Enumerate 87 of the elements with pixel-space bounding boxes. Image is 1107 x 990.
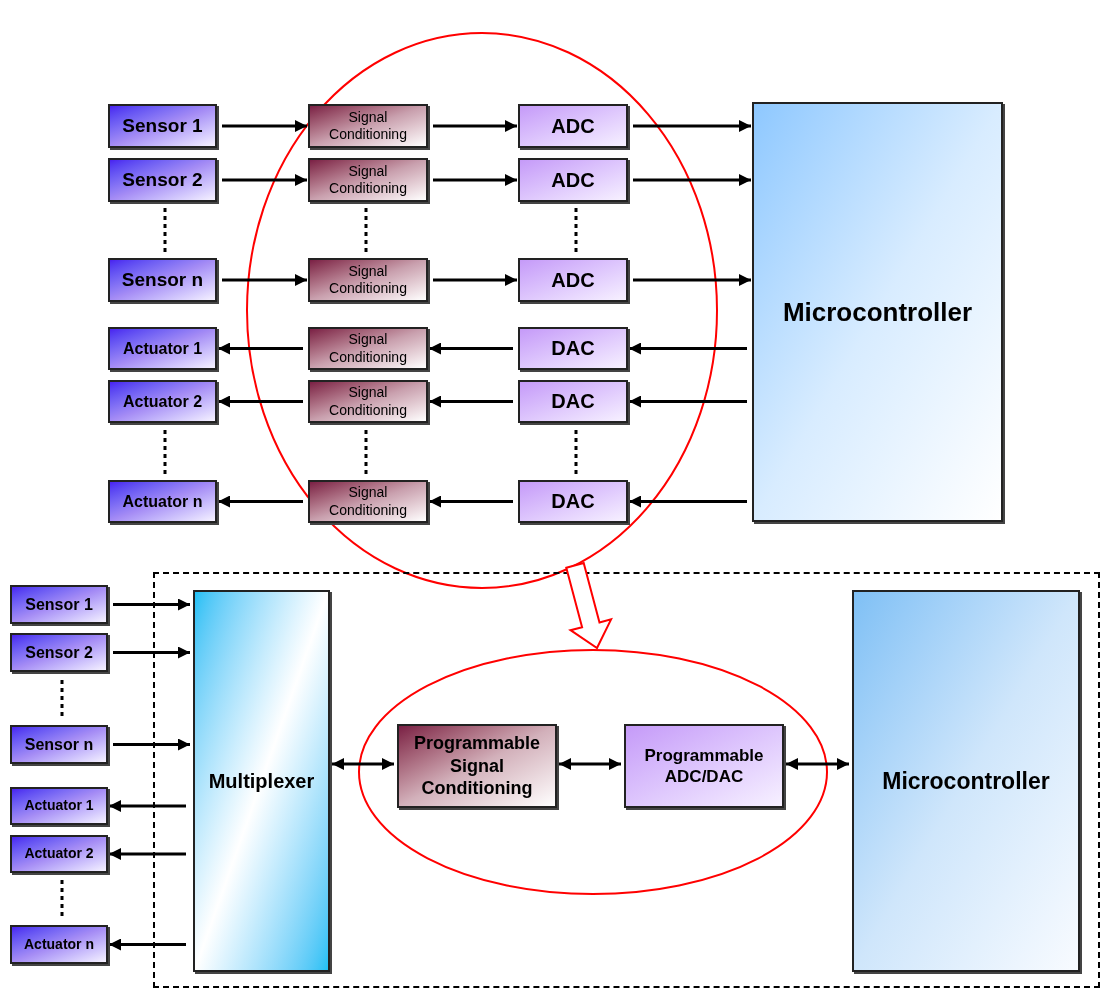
dashed-boundary xyxy=(153,572,1100,988)
actuator-box xyxy=(10,925,108,964)
box-label: ADC xyxy=(551,167,595,193)
converter-box xyxy=(518,158,628,202)
box-label: Signal Conditioning xyxy=(328,162,408,198)
actuator-box xyxy=(108,380,217,423)
arrow xyxy=(429,495,513,508)
arrow xyxy=(429,342,513,355)
arrow xyxy=(433,174,517,186)
signal-conditioning-box xyxy=(397,724,557,808)
converter-box xyxy=(518,480,628,523)
box-label: Actuator 1 xyxy=(24,797,94,815)
arrow xyxy=(629,342,747,355)
box-label: DAC xyxy=(551,336,595,361)
box-label: ADC xyxy=(551,267,595,293)
microcontroller-box xyxy=(852,590,1080,972)
box-label: Sensor 2 xyxy=(122,168,203,192)
box-label: Signal Conditioning xyxy=(328,384,408,419)
box-label: Sensor n xyxy=(24,734,94,755)
converter-box xyxy=(518,104,628,148)
box-label: Actuator 2 xyxy=(122,391,203,412)
box-label: Signal Conditioning xyxy=(328,331,408,366)
arrow xyxy=(633,274,751,286)
sensor-box xyxy=(10,585,108,624)
converter-box xyxy=(518,327,628,370)
box-label: Programmable Signal Conditioning xyxy=(412,732,541,800)
arrow xyxy=(218,395,303,408)
box-label: DAC xyxy=(551,489,595,514)
box-label: Sensor n xyxy=(121,268,204,292)
sensor-box xyxy=(10,633,108,672)
box-label: ADC xyxy=(551,113,595,139)
box-label: Microcontroller xyxy=(782,295,973,329)
converter-box xyxy=(518,380,628,423)
hollow-arrow xyxy=(565,561,613,650)
box-label: Actuator 1 xyxy=(122,338,203,359)
actuator-box xyxy=(10,835,108,873)
arrow xyxy=(433,274,517,286)
box-label: Actuator n xyxy=(122,491,203,512)
arrow xyxy=(633,120,751,132)
box-label: Signal Conditioning xyxy=(328,484,408,519)
arrow xyxy=(113,738,190,751)
arrow xyxy=(109,800,186,812)
arrow xyxy=(222,274,307,286)
arrow xyxy=(109,848,186,860)
microcontroller-box xyxy=(752,102,1003,522)
converter-box xyxy=(518,258,628,302)
arrow xyxy=(559,758,621,770)
arrow xyxy=(218,342,303,355)
arrow xyxy=(629,395,747,408)
arrow xyxy=(786,758,849,770)
converter-box xyxy=(624,724,784,808)
box-label: Multiplexer xyxy=(208,768,315,794)
arrow xyxy=(218,495,303,508)
arrow xyxy=(113,646,190,659)
arrow xyxy=(222,174,307,186)
multiplexer-box xyxy=(193,590,330,972)
box-label: Sensor 2 xyxy=(25,642,93,663)
arrow xyxy=(629,495,747,508)
box-label: Actuator n xyxy=(24,935,94,954)
arrow xyxy=(222,120,307,132)
signal-conditioning-box xyxy=(308,104,428,148)
box-label: Actuator 2 xyxy=(24,845,94,863)
sensor-box xyxy=(10,725,108,764)
signal-conditioning-box xyxy=(308,380,428,423)
arrow xyxy=(633,174,751,186)
sensor-box xyxy=(108,258,217,302)
box-label: Signal Conditioning xyxy=(328,108,408,144)
arrow xyxy=(332,758,394,770)
arrow xyxy=(113,598,190,611)
sensor-box xyxy=(108,158,217,202)
box-label: Signal Conditioning xyxy=(328,262,408,298)
arrow xyxy=(429,395,513,408)
actuator-box xyxy=(108,480,217,523)
actuator-box xyxy=(10,787,108,825)
box-label: DAC xyxy=(551,389,595,414)
signal-conditioning-box xyxy=(308,258,428,302)
box-label: Programmable ADC/DAC xyxy=(643,744,765,788)
signal-conditioning-box xyxy=(308,327,428,370)
box-label: Sensor 1 xyxy=(122,114,203,138)
arrow xyxy=(433,120,517,132)
signal-conditioning-box xyxy=(308,480,428,523)
signal-conditioning-box xyxy=(308,158,428,202)
actuator-box xyxy=(108,327,217,370)
arrow xyxy=(109,938,186,951)
box-label: Microcontroller xyxy=(882,766,1050,796)
sensor-box xyxy=(108,104,217,148)
box-label: Sensor 1 xyxy=(25,594,93,615)
